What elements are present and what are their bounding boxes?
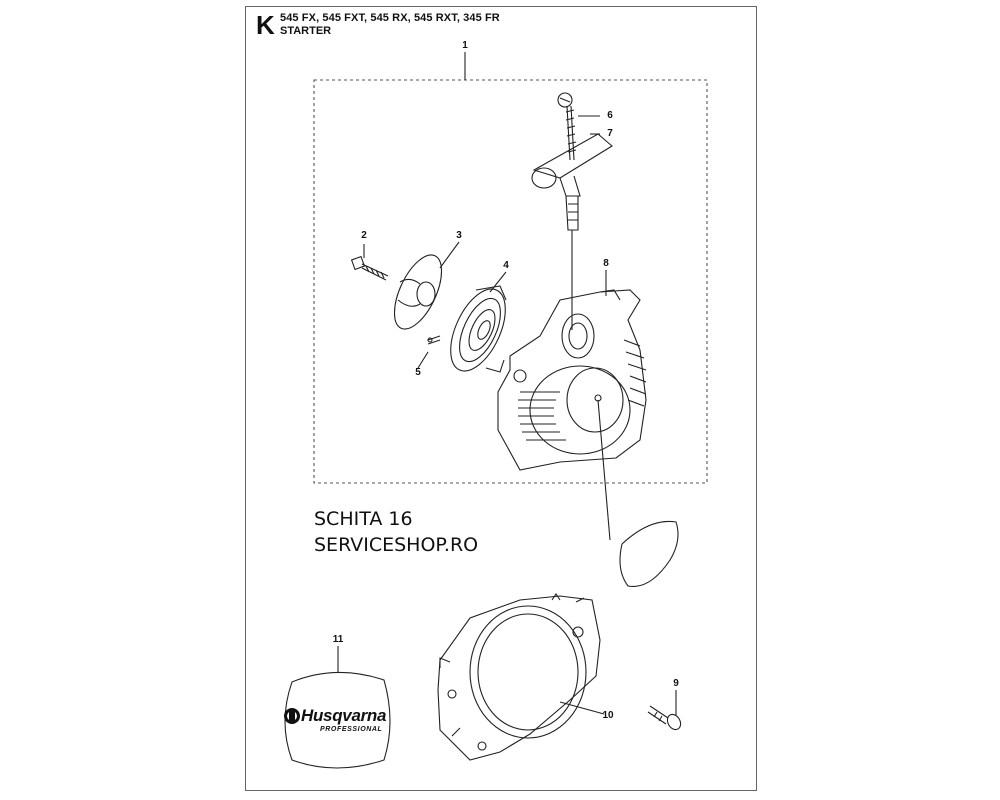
callout-10: 10 <box>602 710 614 721</box>
husqvarna-logo-subtext: PROFESSIONAL <box>320 726 383 733</box>
watermark-line-2: SERVICESHOP.RO <box>314 534 479 556</box>
part-10-cover <box>437 593 605 761</box>
part-3-pulley <box>393 241 460 330</box>
callout-7: 7 <box>607 128 613 139</box>
part-11-decal <box>284 646 391 769</box>
callout-4: 4 <box>503 260 509 271</box>
callout-9: 9 <box>673 678 679 689</box>
part-6-7-handle <box>531 92 613 330</box>
watermark-line-1: SCHITA 16 <box>314 508 413 530</box>
parts-sheet-border <box>245 6 757 791</box>
callout-3: 3 <box>456 230 462 241</box>
decal-label <box>597 399 679 588</box>
part-9-bolt <box>647 690 682 731</box>
callout-6: 6 <box>607 110 613 121</box>
part-8-housing <box>497 270 647 471</box>
section-letter: K <box>256 10 275 40</box>
assembly-1-box <box>313 79 708 484</box>
husqvarna-logo-text: Husqvarna <box>301 706 387 725</box>
part-5-screw <box>417 335 441 369</box>
part-2-bolt <box>350 244 389 281</box>
callout-2: 2 <box>361 230 367 241</box>
callout-8: 8 <box>603 258 609 269</box>
callout-5: 5 <box>415 367 421 378</box>
husqvarna-logo-mark <box>284 708 300 724</box>
model-list: 545 FX, 545 FXT, 545 RX, 545 RXT, 345 FR <box>280 12 500 24</box>
diagram-title: STARTER <box>280 25 332 37</box>
part-4-spring <box>450 271 507 373</box>
callout-1: 1 <box>462 40 468 51</box>
callout-11: 11 <box>332 634 344 645</box>
